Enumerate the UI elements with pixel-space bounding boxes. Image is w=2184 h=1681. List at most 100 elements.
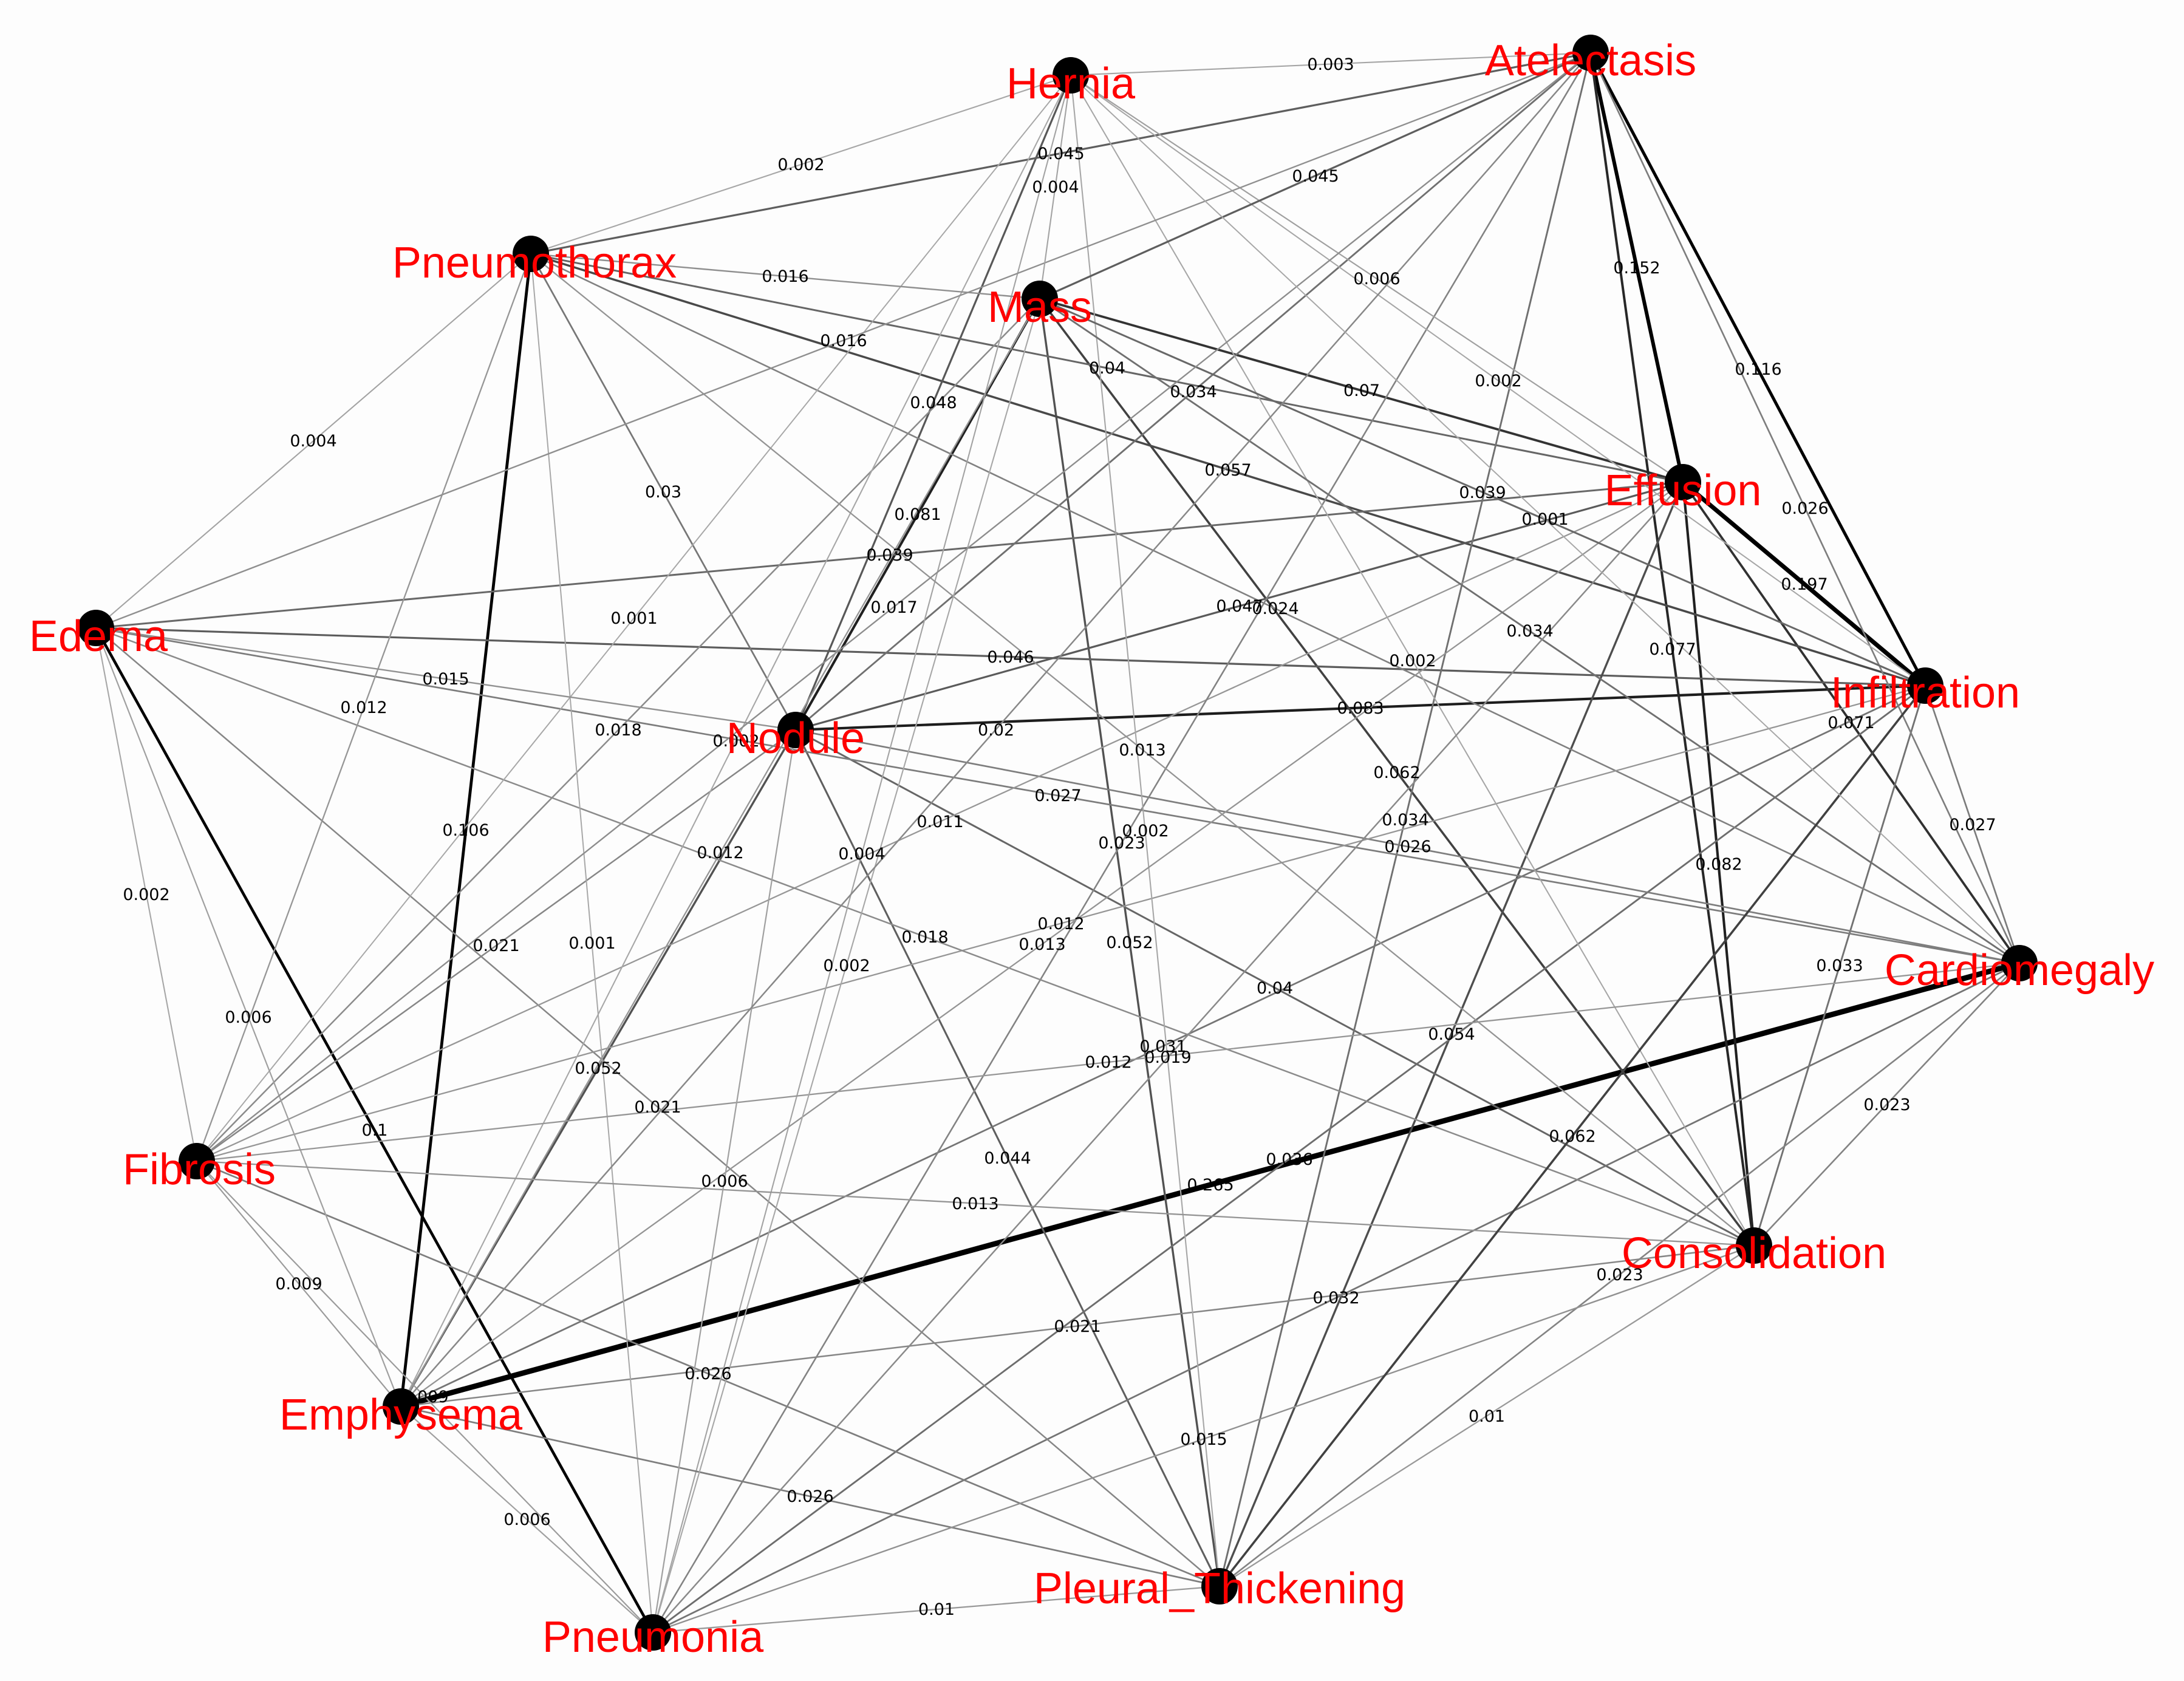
nodes-layer: Hernia AtelectasisPneumothoraxMassEffusio… bbox=[29, 35, 2154, 1662]
node-dot bbox=[383, 1388, 419, 1425]
node-dot bbox=[1736, 1227, 1772, 1264]
node-label: Infiltration bbox=[1831, 669, 2020, 717]
edge-atelectasis-cardiomegaly bbox=[1589, 52, 2021, 964]
edge-cardiomegaly-emphysema bbox=[400, 960, 2021, 1410]
node-dot bbox=[1022, 281, 1058, 317]
node-edema[interactable]: Edema bbox=[29, 610, 168, 661]
edge-weight-label: 0.012 bbox=[1037, 915, 1084, 933]
edge-weight-label: 0.083 bbox=[1337, 699, 1384, 718]
edge-atelectasis-infiltration bbox=[1589, 52, 1927, 687]
edge-weight-label: 0.034 bbox=[1382, 811, 1428, 830]
edge-mass-atelectasis bbox=[1039, 52, 1591, 300]
node-pleural-thickening[interactable]: Pleural_Thickening bbox=[1034, 1564, 1405, 1613]
edge-pneumonia-pleural-thickening bbox=[652, 1585, 1220, 1634]
node-label: Nodule bbox=[726, 714, 865, 763]
edge-mass-emphysema bbox=[400, 298, 1040, 1407]
edge-weight-label: 0.046 bbox=[987, 648, 1034, 667]
edge-weight-label: 0.002 bbox=[1389, 652, 1436, 670]
edge-weight-label: 0.052 bbox=[1106, 933, 1153, 952]
edge-weight-label: 0.026 bbox=[1384, 837, 1431, 856]
node-label: Emphysema bbox=[279, 1391, 523, 1439]
edge-fibrosis-consolidation bbox=[196, 1160, 1755, 1247]
edge-pneumothorax-atelectasis bbox=[530, 52, 1591, 255]
edge-weight-label: 0.04 bbox=[1089, 359, 1125, 378]
edge-weight-label: 0.034 bbox=[1506, 622, 1553, 641]
edge-weight-label: 0.011 bbox=[916, 813, 963, 831]
edge-edema-atelectasis bbox=[95, 52, 1591, 629]
node-pneumonia[interactable]: Pneumonia bbox=[542, 1613, 764, 1662]
node-mass[interactable]: Mass bbox=[988, 281, 1092, 332]
edge-weight-label: 0.081 bbox=[894, 505, 941, 524]
edge-pneumonia-consolidation bbox=[652, 1244, 1755, 1634]
edge-weight-label: 0.1 bbox=[362, 1121, 388, 1140]
edge-cardiomegaly-pleural-thickening bbox=[1219, 962, 2020, 1587]
edge-emphysema-pleural-thickening bbox=[400, 1405, 1220, 1587]
edge-edema-emphysema bbox=[95, 627, 402, 1407]
node-label: Mass bbox=[988, 283, 1092, 332]
node-atelectasis[interactable]: Atelectasis bbox=[1485, 35, 1696, 85]
edge-hernia-infiltration bbox=[1070, 75, 1926, 686]
node-dot bbox=[513, 236, 549, 272]
node-effusion[interactable]: Effusion bbox=[1605, 464, 1762, 515]
edge-edema-effusion bbox=[95, 481, 1684, 629]
edge-atelectasis-fibrosis bbox=[196, 52, 1591, 1162]
edge-fibrosis-cardiomegaly bbox=[196, 962, 2020, 1162]
node-label: Effusion bbox=[1605, 466, 1762, 515]
edge-hernia-emphysema bbox=[400, 75, 1071, 1407]
edge-weight-label: 0.026 bbox=[1781, 499, 1828, 518]
edge-infiltration-pleural-thickening bbox=[1218, 684, 1926, 1587]
edge-weight-label: 0.045 bbox=[1292, 167, 1339, 186]
edge-weight-label: 0.002 bbox=[1122, 822, 1169, 840]
edge-weight-label: 0.04 bbox=[1257, 979, 1293, 998]
edge-pneumothorax-nodule bbox=[530, 253, 797, 731]
edge-weight-label: 0.052 bbox=[575, 1059, 621, 1078]
edge-effusion-cardiomegaly bbox=[1682, 481, 2021, 964]
node-emphysema[interactable]: Emphysema bbox=[279, 1388, 523, 1439]
edge-weight-label: 0.002 bbox=[712, 732, 759, 751]
edge-cardiomegaly-consolidation bbox=[1753, 963, 2020, 1246]
edge-effusion-infiltration bbox=[1681, 480, 1927, 687]
edge-hernia-mass bbox=[1039, 75, 1072, 299]
node-label: Pneumothorax bbox=[392, 239, 677, 287]
edge-weight-label: 0.013 bbox=[1119, 741, 1165, 760]
edge-weight-label: 0.026 bbox=[684, 1365, 731, 1383]
node-dot bbox=[1572, 35, 1609, 71]
edge-hernia-pleural-thickening bbox=[1070, 75, 1221, 1587]
edge-infiltration-nodule bbox=[795, 684, 1926, 732]
node-label: Atelectasis bbox=[1485, 36, 1696, 85]
edge-pneumothorax-cardiomegaly bbox=[530, 253, 2020, 964]
edge-weight-label: 0.07 bbox=[1343, 381, 1380, 400]
edge-weight-label: 0.062 bbox=[1373, 763, 1420, 782]
edge-weight-label: 0.02 bbox=[978, 721, 1014, 740]
edge-pneumothorax-edema bbox=[95, 253, 531, 629]
node-hernia[interactable]: Hernia bbox=[1006, 57, 1136, 108]
node-pneumothorax[interactable]: Pneumothorax bbox=[392, 236, 677, 287]
edge-weight-label: 0.003 bbox=[1307, 55, 1354, 74]
edge-weight-label: 0.019 bbox=[1144, 1048, 1191, 1067]
node-consolidation[interactable]: Consolidation bbox=[1622, 1227, 1886, 1278]
edge-weight-label: 0.106 bbox=[442, 821, 489, 840]
edge-pneumonia-mass bbox=[652, 298, 1041, 1633]
edge-weight-label: 0.023 bbox=[1098, 834, 1145, 853]
edge-edema-infiltration bbox=[95, 627, 1926, 687]
edge-weight-label: 0.016 bbox=[762, 267, 808, 286]
node-dot bbox=[1201, 1568, 1238, 1604]
edge-weight-label: 0.027 bbox=[1034, 786, 1081, 805]
node-dot bbox=[635, 1614, 671, 1651]
edge-pneumothorax-fibrosis bbox=[196, 253, 532, 1162]
edge-cardiomegaly-pneumonia bbox=[652, 962, 2020, 1634]
edge-weight-label: 0.002 bbox=[823, 956, 870, 975]
node-cardiomegaly[interactable]: Cardiomegaly bbox=[1885, 945, 2154, 995]
edge-weight-label: 0.03 bbox=[645, 483, 681, 502]
node-fibrosis[interactable]: Fibrosis bbox=[123, 1143, 276, 1194]
edge-weight-label: 0.062 bbox=[1549, 1127, 1595, 1146]
edge-weight-label: 0.001 bbox=[568, 934, 615, 953]
edge-mass-infiltration bbox=[1039, 298, 1926, 687]
edge-weight-label: 0.016 bbox=[820, 332, 867, 350]
node-dot bbox=[1053, 57, 1089, 94]
edge-weight-label: 0.018 bbox=[595, 721, 641, 740]
node-nodule[interactable]: Nodule bbox=[726, 712, 865, 763]
node-infiltration[interactable]: Infiltration bbox=[1831, 667, 2020, 717]
edge-hernia-pneumonia bbox=[652, 75, 1072, 1633]
